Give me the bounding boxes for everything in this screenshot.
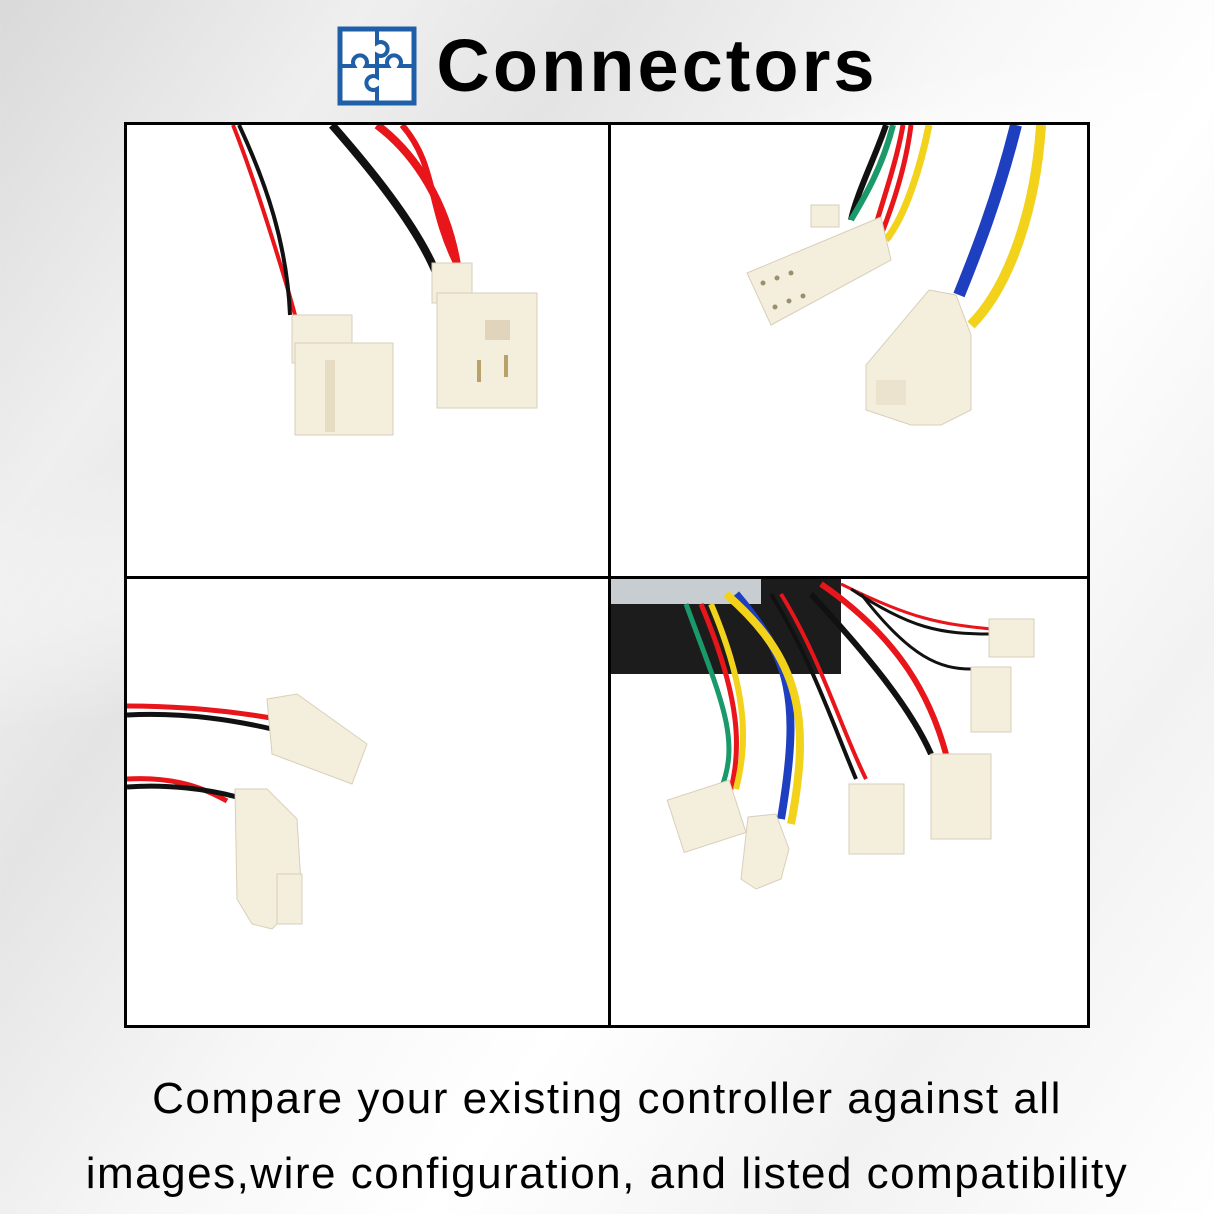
header: Connectors	[0, 18, 1214, 114]
panel-top-left-image	[127, 125, 605, 573]
panel-bottom-right-image	[611, 579, 1089, 1027]
puzzle-icon	[337, 26, 417, 106]
image-grid	[124, 122, 1090, 1028]
caption-line-1: Compare your existing controller against…	[152, 1074, 1062, 1123]
page-title: Connectors	[436, 24, 878, 107]
caption-line-2: images,wire configuration, and listed co…	[85, 1149, 1129, 1198]
panel-bottom-left-image	[127, 579, 605, 1027]
grid-divider-vertical	[608, 125, 611, 1025]
grid-divider-horizontal	[127, 576, 1087, 579]
panel-top-right-image	[611, 125, 1089, 573]
